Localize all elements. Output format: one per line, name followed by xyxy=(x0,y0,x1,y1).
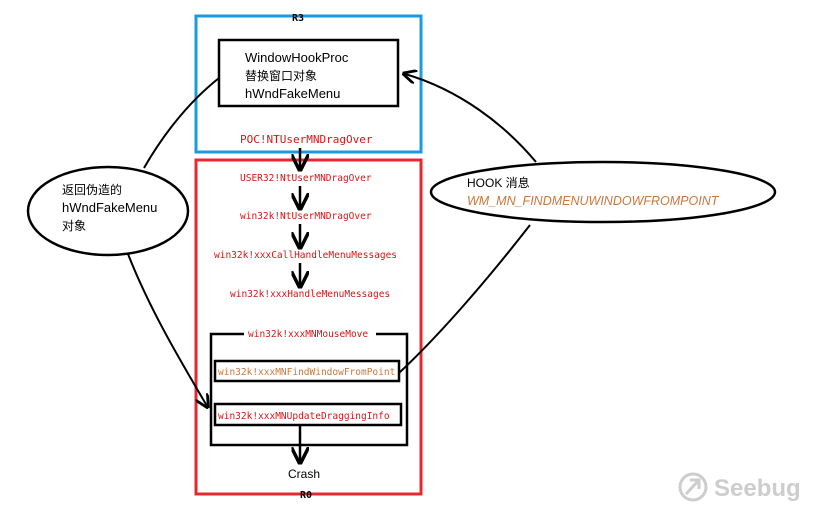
window-hook-proc-box xyxy=(217,38,400,108)
left-ellipse-line-1: 返回伪造的 xyxy=(62,182,122,197)
curve-find-window-to-hook-ellipse xyxy=(398,224,531,374)
chain-user32-drag-over: USER32!NtUserMNDragOver xyxy=(240,173,372,184)
chain-handle-menu-messages: win32k!xxxHandleMenuMessages xyxy=(230,289,390,300)
find-window-label: win32k!xxxMNFindWindowFromPoint xyxy=(218,367,395,378)
r3-region xyxy=(194,14,423,154)
curve-hook-ellipse-to-hook-box xyxy=(405,74,537,163)
right-ellipse-line-1: HOOK 消息 xyxy=(467,175,530,190)
seebug-watermark: Seebug xyxy=(678,472,801,502)
chain-win32k-drag-over: win32k!NtUserMNDragOver xyxy=(240,211,372,222)
left-ellipse-line-3: 对象 xyxy=(62,219,86,233)
poc-call-label: POC!NTUserMNDragOver xyxy=(240,133,373,146)
seebug-watermark-text: Seebug xyxy=(714,475,801,502)
curve-left-ellipse-to-update-dragging xyxy=(127,253,207,406)
chain-call-handle-menu-messages: win32k!xxxCallHandleMenuMessages xyxy=(214,250,397,261)
hook-message-ellipse xyxy=(429,160,777,224)
mouse-move-box xyxy=(209,332,409,447)
r3-label: R3 xyxy=(292,13,304,24)
hook-proc-line-2: 替换窗口对象 xyxy=(245,69,317,83)
crash-label: Crash xyxy=(288,467,320,481)
update-dragging-label: win32k!xxxMNUpdateDraggingInfo xyxy=(218,411,390,422)
r0-label: R0 xyxy=(300,490,312,501)
seebug-logo-icon xyxy=(678,472,708,502)
find-window-box xyxy=(213,359,401,383)
left-ellipse-line-2: hWndFakeMenu xyxy=(62,200,157,215)
mouse-move-title-bg xyxy=(244,326,376,340)
mouse-move-title: win32k!xxxMNMouseMove xyxy=(248,329,368,340)
return-fake-menu-ellipse xyxy=(26,165,190,257)
right-ellipse-line-2: WM_MN_FINDMENUWINDOWFROMPOINT xyxy=(467,194,720,208)
update-dragging-box xyxy=(213,402,403,427)
hook-proc-line-3: hWndFakeMenu xyxy=(245,86,340,101)
hook-proc-line-1: WindowHookProc xyxy=(245,50,349,65)
curve-hook-box-to-left-ellipse xyxy=(143,77,220,169)
